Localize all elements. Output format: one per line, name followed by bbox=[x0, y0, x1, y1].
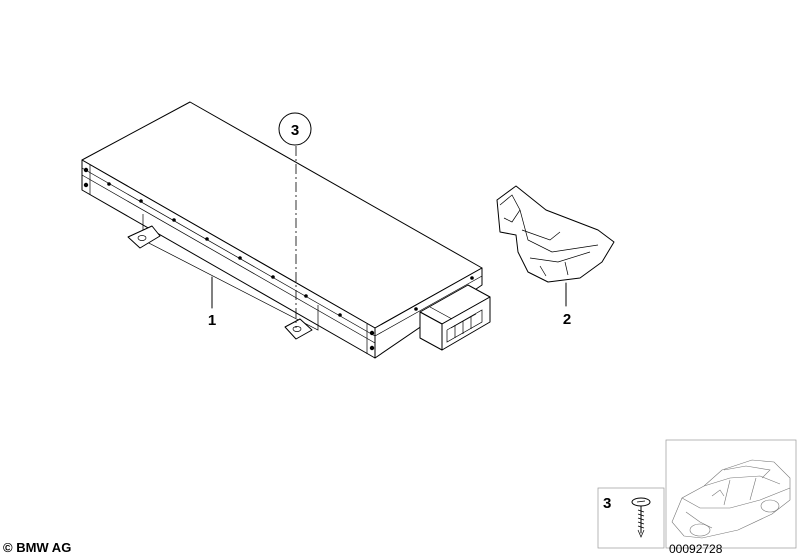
part-label-1: 1 bbox=[208, 312, 216, 329]
bracket-drawing bbox=[496, 185, 615, 283]
copyright-text: © BMW AG bbox=[3, 540, 71, 555]
part-label-2: 2 bbox=[563, 311, 571, 328]
svg-text:3: 3 bbox=[603, 495, 611, 512]
legend-screw: 3 bbox=[597, 487, 665, 549]
diagram-id: 00092728 bbox=[669, 542, 723, 556]
control-unit-drawing bbox=[81, 101, 491, 359]
car-thumbnail-icon bbox=[665, 439, 797, 549]
screw-icon bbox=[631, 497, 651, 538]
part-callout-3: 3 bbox=[278, 112, 312, 146]
svg-text:3: 3 bbox=[291, 122, 299, 139]
